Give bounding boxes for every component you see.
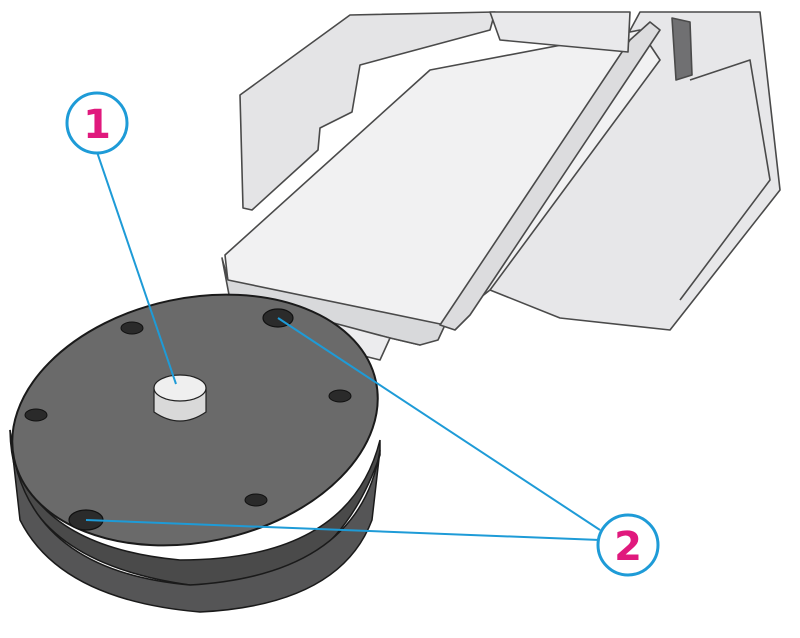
callout-1: 1	[65, 91, 129, 155]
callout-2: 2	[596, 513, 660, 577]
callout-2-label: 2	[614, 524, 642, 570]
tray-back-wall	[239, 11, 496, 211]
base-hole	[328, 389, 352, 403]
output-tray	[221, 11, 781, 361]
tray-divider-rail	[439, 21, 661, 331]
tray-dark-tab	[671, 17, 693, 81]
leader-lines	[85, 151, 601, 541]
leader-line-2a	[277, 317, 601, 531]
tray-top-block	[489, 11, 631, 53]
base-hole	[24, 408, 48, 422]
tray-right-inner	[679, 59, 771, 301]
leader-line-2b	[85, 519, 601, 541]
leader-line-1	[96, 151, 177, 385]
center-post	[153, 374, 207, 422]
base-hole	[244, 493, 268, 507]
base-side-band	[9, 429, 381, 613]
base-hole	[120, 321, 144, 335]
callout-1-label: 1	[83, 102, 111, 148]
